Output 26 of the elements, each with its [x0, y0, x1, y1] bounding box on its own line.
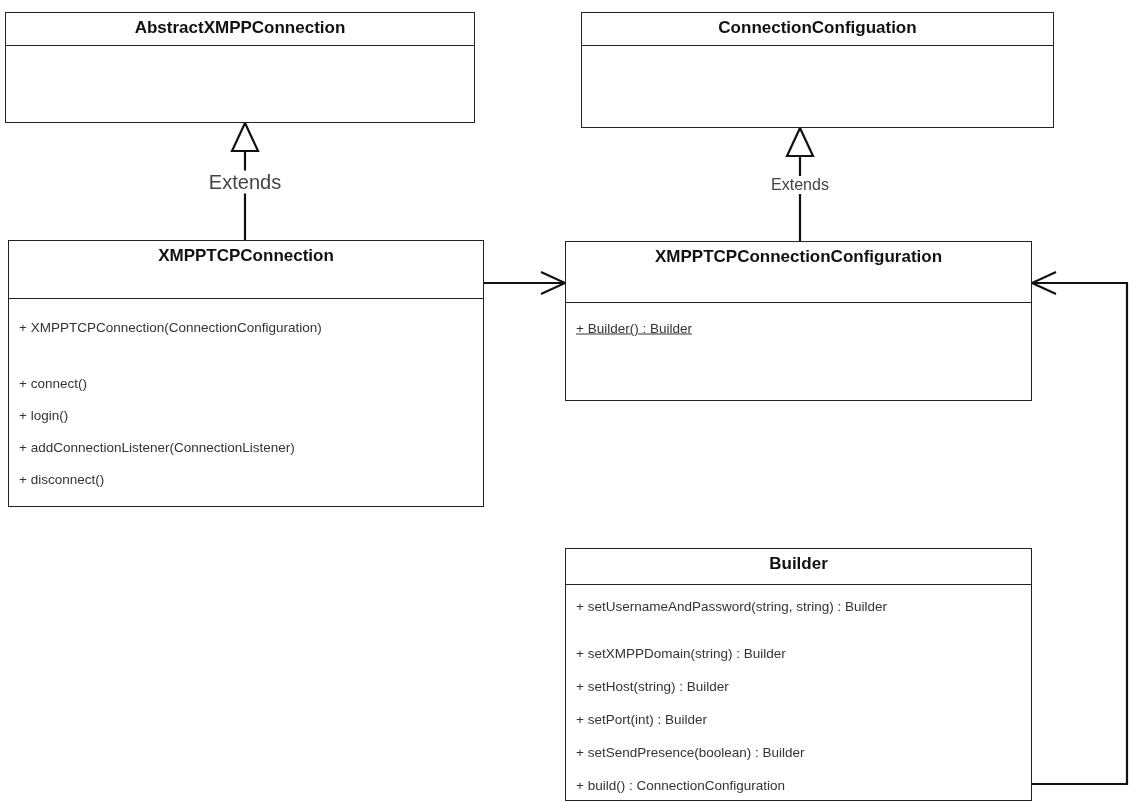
- class-member: + setPort(int) : Builder: [576, 711, 707, 727]
- class-box: [565, 241, 1032, 401]
- class-member: + addConnectionListener(ConnectionListener): [19, 439, 295, 455]
- arrow: [1030, 270, 1129, 786]
- class-member: + connect(): [19, 375, 87, 391]
- class-member: + setSendPresence(boolean) : Builder: [576, 744, 805, 760]
- class-name: Builder: [768, 554, 829, 574]
- edge-label: Extends: [769, 175, 831, 194]
- class-box: [565, 548, 1032, 801]
- class-member: + setHost(string) : Builder: [576, 678, 729, 694]
- class-member: + setUsernameAndPassword(string, string) : Builder: [576, 598, 887, 614]
- class-member: + Builder() : Builder: [576, 320, 692, 336]
- class-name: XMPPTCPConnection: [157, 246, 335, 266]
- arrow: [785, 126, 815, 241]
- class-member: + setXMPPDomain(string) : Builder: [576, 645, 786, 661]
- class-box: [8, 240, 484, 507]
- class-member: + build() : ConnectionConfiguration: [576, 777, 785, 793]
- class-box: [5, 12, 475, 123]
- arrow: [484, 270, 567, 296]
- class-member: + disconnect(): [19, 471, 105, 487]
- class-name: XMPPTCPConnectionConfiguration: [653, 247, 944, 267]
- class-member: + XMPPTCPConnection(ConnectionConfiguration): [19, 319, 322, 335]
- class-name: AbstractXMPPConnection: [133, 18, 347, 38]
- class-box: [581, 12, 1054, 128]
- class-member: + login(): [19, 407, 69, 423]
- class-name: ConnectionConfiguation: [717, 18, 918, 38]
